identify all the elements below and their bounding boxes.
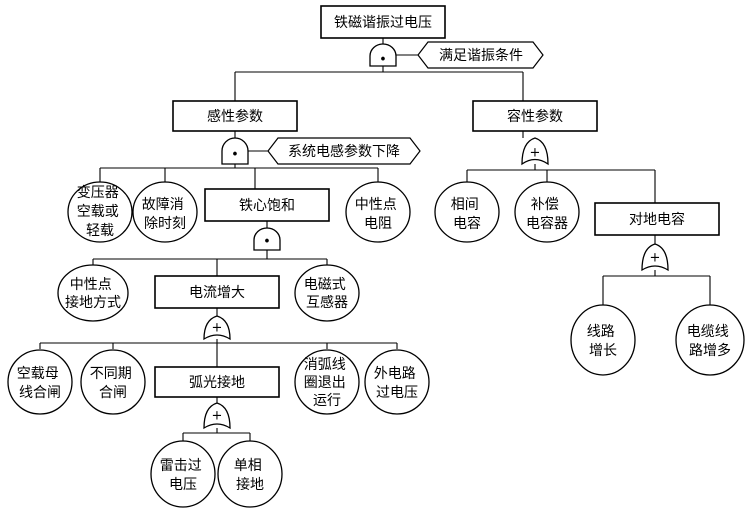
event-label: 变压器 空载或 轻载 [77, 185, 123, 239]
node-label: 铁心饱和 [239, 198, 295, 214]
or-symbol: + [212, 321, 223, 336]
event-external-overvoltage: 外电路 过电压 [364, 349, 430, 415]
node-label: 电流增大 [189, 285, 245, 301]
event-transformer-noload: 变压器 空载或 轻载 [67, 181, 133, 243]
condition-tag-inductive: 系统电感参数下降 [248, 137, 421, 165]
or-symbol: + [212, 409, 223, 424]
node-label: 容性参数 [507, 108, 563, 125]
node-label: 感性参数 [207, 108, 263, 125]
event-neutral-grounding: 中性点 接地方式 [57, 264, 129, 322]
and-gate-top: • [369, 43, 397, 68]
event-label: 相间 电容 [451, 197, 483, 232]
event-noload-busbar: 空载母 线合闸 [7, 349, 73, 415]
or-symbol: + [650, 251, 661, 266]
and-symbol: • [379, 53, 387, 68]
and-symbol: • [263, 235, 271, 250]
event-label: 空载母 线合闸 [17, 366, 63, 401]
and-gate-inductive: • [221, 137, 249, 165]
event-line-growth: 线路 增长 [570, 304, 636, 376]
event-label: 雷击过 电压 [160, 458, 206, 493]
current-increase-box: 电流增大 [154, 275, 280, 309]
connectors [39, 38, 711, 441]
event-label: 不同期 合闸 [90, 366, 136, 401]
event-single-phase-ground: 单相 接地 [217, 440, 283, 508]
node-label: 弧光接地 [189, 374, 245, 391]
event-label: 故障消 除时刻 [142, 197, 188, 232]
condition-tag-top: 满足谐振条件 [396, 41, 544, 69]
or-symbol: + [530, 146, 541, 161]
or-gate-current: + [203, 315, 231, 341]
condition-label: 系统电感参数下降 [288, 143, 400, 160]
event-neutral-resistance: 中性点 电阻 [345, 181, 411, 243]
arc-ground-box: 弧光接地 [154, 366, 280, 398]
event-label: 电磁式 互感器 [304, 277, 350, 311]
node-label: 对地电容 [629, 211, 685, 228]
event-fault-clear: 故障消 除时刻 [132, 181, 198, 243]
or-gate-ground: + [641, 243, 669, 272]
event-label: 电缆线 路增多 [687, 324, 733, 359]
inductive-param-box: 感性参数 [172, 100, 298, 132]
event-async-close: 不同期 合闸 [80, 349, 146, 415]
event-label: 中性点 电阻 [355, 197, 401, 232]
core-saturation-box: 铁心饱和 [204, 188, 330, 222]
event-label: 单相 接地 [234, 458, 266, 493]
capacitive-param-box: 容性参数 [472, 100, 598, 132]
and-gate-saturation: • [253, 227, 281, 251]
or-gate-capacitive: + [521, 137, 549, 166]
and-symbol: • [231, 148, 239, 163]
top-event-box: 铁磁谐振过电压 [320, 5, 446, 39]
event-label: 消弧线 圈退出 运行 [304, 357, 350, 409]
event-em-transformer: 电磁式 互感器 [294, 264, 360, 322]
condition-label: 满足谐振条件 [439, 47, 523, 64]
event-cable-growth: 电缆线 路增多 [675, 304, 745, 376]
event-label: 外电路 过电压 [374, 366, 420, 401]
event-label: 线路 增长 [587, 324, 619, 359]
event-lightning-overvoltage: 雷击过 电压 [150, 440, 216, 508]
event-arc-coil-exit: 消弧线 圈退出 运行 [294, 349, 360, 415]
event-label: 补偿 电容器 [526, 197, 568, 232]
event-compensation-capacitor: 补偿 电容器 [514, 181, 580, 243]
event-phase-capacitance: 相间 电容 [434, 181, 500, 243]
or-gate-arc: + [203, 402, 231, 430]
ground-capacitance-box: 对地电容 [594, 202, 720, 236]
event-label: 中性点 接地方式 [65, 277, 121, 311]
top-event-label: 铁磁谐振过电压 [334, 15, 432, 31]
